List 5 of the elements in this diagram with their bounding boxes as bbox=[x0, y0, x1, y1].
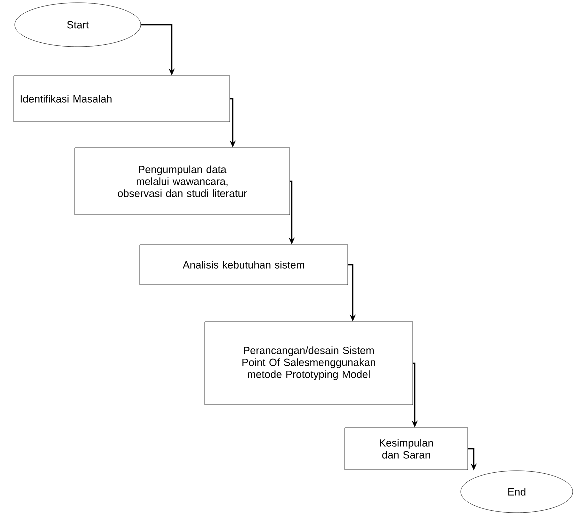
process-box: Kesimpulan dan Saran bbox=[344, 428, 468, 470]
process-box: Analisis kebutuhan sistem bbox=[140, 244, 348, 286]
process-box: Identifikasi Masalah bbox=[14, 76, 230, 122]
process-box: Pengumpulan data melalui wawancara, observasi dan studi literatur bbox=[74, 148, 290, 216]
process-box: Perancangan/desain Sistem Point Of Salesmenggunakan metode Prototyping Model bbox=[204, 322, 414, 406]
